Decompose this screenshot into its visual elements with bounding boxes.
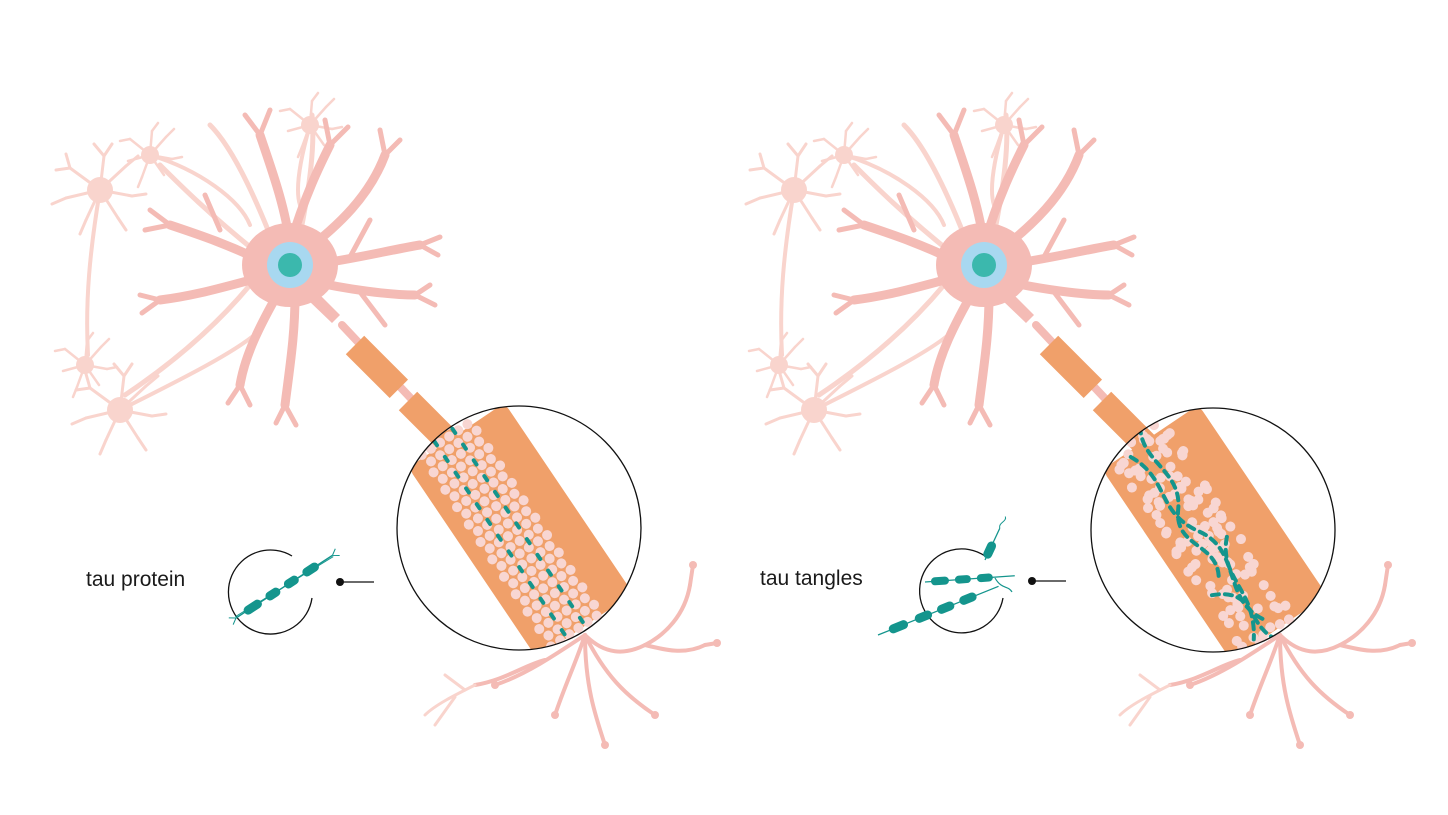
left-panel (50, 91, 723, 751)
magnifier-circle-icon-right (1090, 407, 1336, 653)
tau-protein-label: tau protein (86, 568, 186, 591)
background-neurons-right (744, 91, 1038, 456)
neuron-icon-right (819, 110, 1155, 454)
pointer-line-icon-right (1028, 577, 1066, 585)
neuron-icon (125, 110, 461, 454)
tau-tangle-icon (877, 516, 1015, 636)
pointer-line-icon (336, 578, 374, 586)
microtubule-disordered (1114, 420, 1298, 652)
tau-tangles-label: tau tangles (760, 567, 863, 590)
right-panel (744, 91, 1418, 751)
magnifier-circle-icon (396, 405, 642, 651)
tau-protein-icon (227, 548, 340, 635)
